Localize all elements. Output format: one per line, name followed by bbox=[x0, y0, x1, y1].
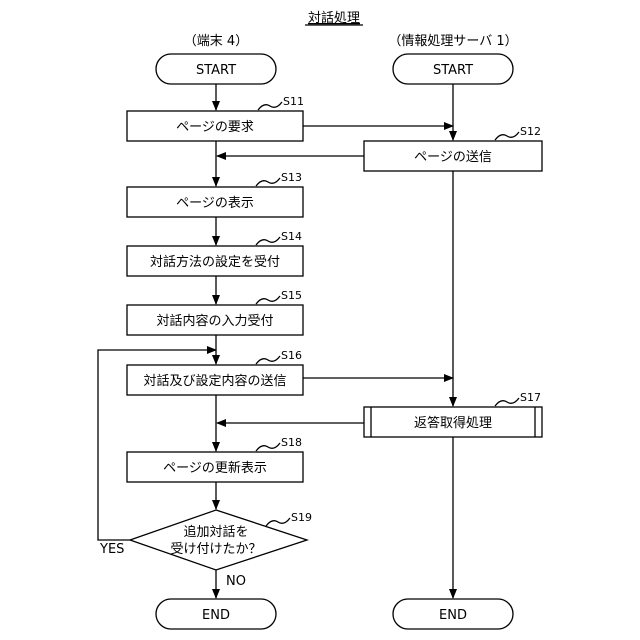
step-s14-leader bbox=[256, 237, 280, 245]
step-s14-label: S14 bbox=[281, 230, 302, 243]
server-column-header: （情報処理サーバ 1） bbox=[388, 34, 517, 49]
decision-s19-line2: 受け付けたか？ bbox=[170, 542, 261, 557]
decision-s19-label: S19 bbox=[291, 511, 312, 524]
decision-s19-line1: 追加対話を bbox=[183, 524, 248, 540]
step-s12-text: ページの送信 bbox=[414, 150, 492, 165]
step-s18-label: S18 bbox=[281, 436, 302, 449]
step-s13-label: S13 bbox=[281, 171, 302, 184]
step-s18-text: ページの更新表示 bbox=[163, 460, 267, 476]
step-s17-leader bbox=[495, 398, 519, 406]
yes-branch-label: YES bbox=[99, 542, 124, 557]
step-s15-leader bbox=[256, 296, 280, 304]
step-s14-text: 対話方法の設定を受付 bbox=[150, 254, 280, 270]
terminal-start-label: START bbox=[196, 63, 236, 78]
decision-s19-diamond bbox=[130, 510, 307, 570]
step-s17-text: 返答取得処理 bbox=[414, 415, 492, 431]
decision-s19-leader bbox=[266, 518, 290, 526]
no-branch-label: NO bbox=[226, 574, 246, 589]
step-s15-text: 対話内容の入力受付 bbox=[156, 313, 273, 329]
step-s13-text: ページの表示 bbox=[176, 196, 254, 211]
server-end-label: END bbox=[439, 608, 467, 623]
step-s11-label: S11 bbox=[283, 95, 304, 108]
step-s12-leader bbox=[495, 132, 519, 140]
step-s12-label: S12 bbox=[520, 125, 541, 138]
terminal-end-label: END bbox=[202, 608, 230, 623]
step-s13-leader bbox=[256, 178, 280, 186]
step-s11-leader bbox=[258, 102, 282, 110]
step-s15-label: S15 bbox=[281, 289, 302, 302]
diagram-title: 対話処理 bbox=[308, 10, 360, 26]
step-s17-label: S17 bbox=[520, 391, 541, 404]
step-s16-text: 対話及び設定内容の送信 bbox=[143, 373, 286, 389]
server-start-label: START bbox=[433, 63, 473, 78]
step-s11-text: ページの要求 bbox=[176, 120, 254, 135]
step-s18-leader bbox=[256, 443, 280, 451]
step-s16-leader bbox=[256, 356, 280, 364]
step-s16-label: S16 bbox=[281, 349, 302, 362]
terminal-column-header: （端末 4） bbox=[184, 34, 248, 49]
